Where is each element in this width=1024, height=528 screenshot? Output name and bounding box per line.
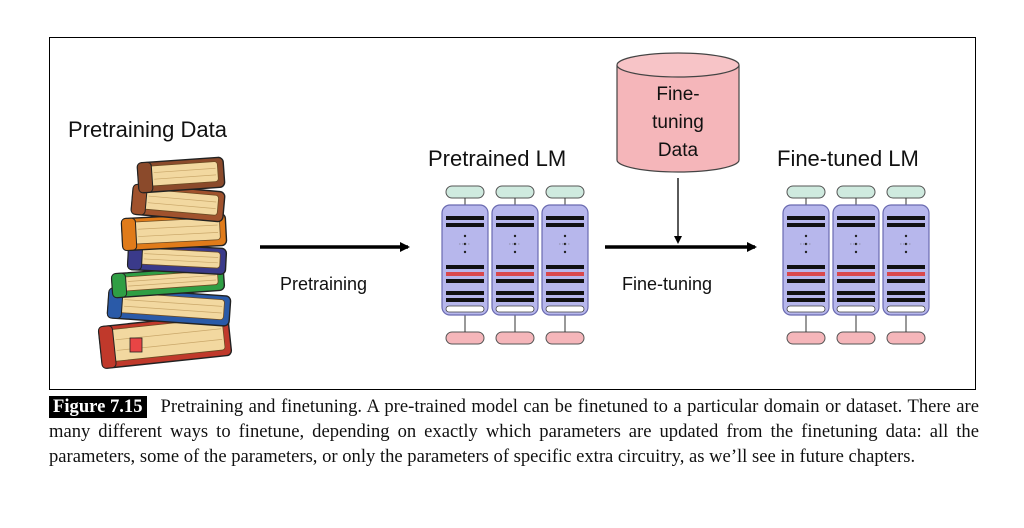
layer-bar [496, 272, 534, 276]
output-token [545, 185, 585, 199]
layer-bar [837, 279, 875, 283]
layer-bar [837, 291, 875, 295]
finetuning-arrow-label: Fine-tuning [622, 274, 712, 294]
input-token [445, 331, 485, 345]
layer-bar [496, 216, 534, 220]
column-body [782, 204, 830, 316]
input-token [495, 331, 535, 345]
transformer-column [541, 185, 589, 345]
output-token [786, 185, 826, 199]
input-token [545, 331, 585, 345]
pretraining-arrow-label: Pretraining [280, 274, 367, 294]
layer-bar [546, 298, 584, 302]
bookmark-icon [129, 337, 143, 353]
layer-bar [496, 291, 534, 295]
layer-bar [887, 223, 925, 227]
layer-bar [887, 272, 925, 276]
layer-bar [446, 279, 484, 283]
layer-bar [887, 265, 925, 269]
figure-label: Figure 7.15 [49, 396, 147, 418]
layer-bar [446, 216, 484, 220]
cylinder-label-line3: Data [658, 140, 699, 161]
cylinder-label-line2: tuning [652, 112, 704, 133]
layer-bar [546, 272, 584, 276]
layer-bar [546, 279, 584, 283]
book [136, 156, 226, 194]
layer-bar [446, 291, 484, 295]
caption-text: Pretraining and finetuning. A pre-traine… [49, 396, 979, 467]
layer-bar [496, 265, 534, 269]
output-token [445, 185, 485, 199]
layer-bar [787, 291, 825, 295]
input-token [836, 331, 876, 345]
transformer-column [832, 185, 880, 345]
layer-bar [837, 223, 875, 227]
layer-bar [446, 272, 484, 276]
layer-bar [837, 216, 875, 220]
layer-bar [787, 279, 825, 283]
output-token [495, 185, 535, 199]
column-body [882, 204, 930, 316]
layer-bar [837, 265, 875, 269]
transformer-column [491, 185, 539, 345]
layer-bar [496, 298, 534, 302]
transformer-column [782, 185, 830, 345]
book-stack-icon [97, 156, 233, 369]
layer-bar [496, 223, 534, 227]
book [120, 212, 228, 252]
input-token [786, 331, 826, 345]
pretrained-lm-label: Pretrained LM [428, 146, 566, 171]
book [106, 287, 232, 327]
layer-bar [787, 216, 825, 220]
layer-bar [546, 265, 584, 269]
finetuned-lm-icon [782, 185, 930, 345]
layer-bar [446, 298, 484, 302]
layer-bar [887, 298, 925, 302]
layer-bar [446, 265, 484, 269]
transformer-column [882, 185, 930, 345]
layer-bar [787, 272, 825, 276]
book [126, 243, 228, 275]
layer-bar [546, 216, 584, 220]
finetuned-lm-label: Fine-tuned LM [777, 146, 919, 171]
layer-bar [837, 298, 875, 302]
layer-bar [787, 223, 825, 227]
output-token [836, 185, 876, 199]
pretrained-lm-icon [441, 185, 589, 345]
layer-bar [887, 216, 925, 220]
pretraining-data-label: Pretraining Data [68, 117, 228, 142]
layer-bar [887, 291, 925, 295]
book [130, 183, 226, 223]
layer-bar [546, 291, 584, 295]
layer-bar [837, 272, 875, 276]
finetuning-data-cylinder: Fine- tuning Data [616, 52, 740, 173]
layer-bar [446, 223, 484, 227]
column-body [441, 204, 489, 316]
column-body [832, 204, 880, 316]
output-token [886, 185, 926, 199]
input-token [886, 331, 926, 345]
layer-bar [546, 223, 584, 227]
layer-bar [787, 265, 825, 269]
column-body [491, 204, 539, 316]
layer-bar [787, 298, 825, 302]
layer-bar [887, 279, 925, 283]
column-body [541, 204, 589, 316]
cylinder-label-line1: Fine- [656, 84, 699, 105]
layer-bar [496, 279, 534, 283]
transformer-column [441, 185, 489, 345]
